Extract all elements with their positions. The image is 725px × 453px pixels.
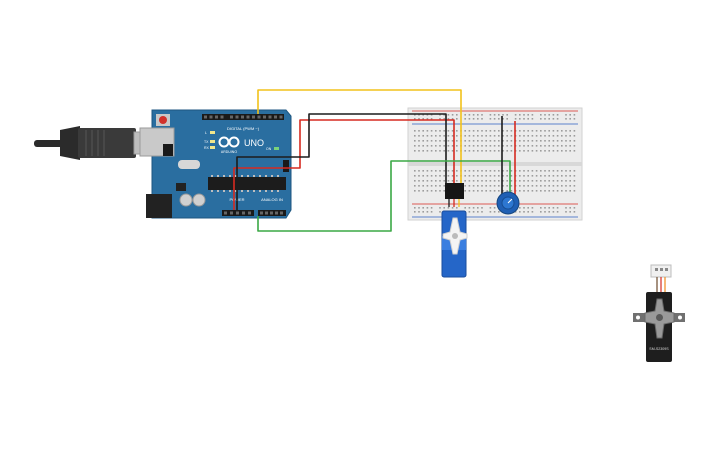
potentiometer[interactable] [496,191,520,215]
chip-pins [211,175,279,192]
servo-horn-hub [452,233,458,239]
led-l-label: L [205,131,207,135]
usb-cable[interactable] [34,126,159,160]
led-on-label: ON [266,147,272,151]
usb-plug-icon [60,126,80,160]
potentiometer-indicator [507,198,513,204]
led-on [274,147,279,150]
board-model: UNO [244,138,264,148]
led-l [210,131,215,134]
icsp-header [283,160,289,172]
wire-black-gnd[interactable] [236,113,447,210]
digital-label: DIGITAL (PWM ~) [227,126,260,131]
breadboard[interactable] [407,107,583,221]
servo-model-label: SM-S2309S [649,347,669,351]
reset-button-cap [159,116,167,124]
bottom-header-pins [224,211,283,215]
servo-black-connector-pins [655,268,668,271]
voltage-regulator [176,183,186,191]
wire-green-analog[interactable] [257,160,511,232]
arduino-logo-icon [218,136,240,148]
capacitor-1 [179,193,193,207]
breadboard-holes [414,114,576,213]
led-rx-label: RX [204,146,210,150]
servo-black[interactable]: SM-S2309S [633,264,685,362]
usb-plug-ridges [85,130,105,156]
dc-power-jack [146,194,172,218]
crystal-oscillator [178,160,200,169]
led-tx [210,140,215,143]
usb-plug-body [78,128,136,158]
servo-blue[interactable] [441,183,468,278]
arduino-uno-board[interactable]: DIGITAL (PWM ~) UNO ARDUINO TX RX L ON [139,109,292,219]
servo-header-connector [445,183,464,199]
led-tx-label: TX [204,140,209,144]
capacitor-2 [192,193,206,207]
wire-red-5v[interactable] [233,119,455,210]
icsp-header-small [163,144,173,156]
wires[interactable] [233,89,516,232]
wire-yellow-signal[interactable] [257,89,462,183]
analog-label: ANALOG IN [261,197,283,202]
atmega-chip [208,177,286,190]
board-brand: ARDUINO [221,150,237,154]
led-rx [210,146,215,149]
rail-lines [412,110,578,218]
digital-header-pins [204,115,283,119]
